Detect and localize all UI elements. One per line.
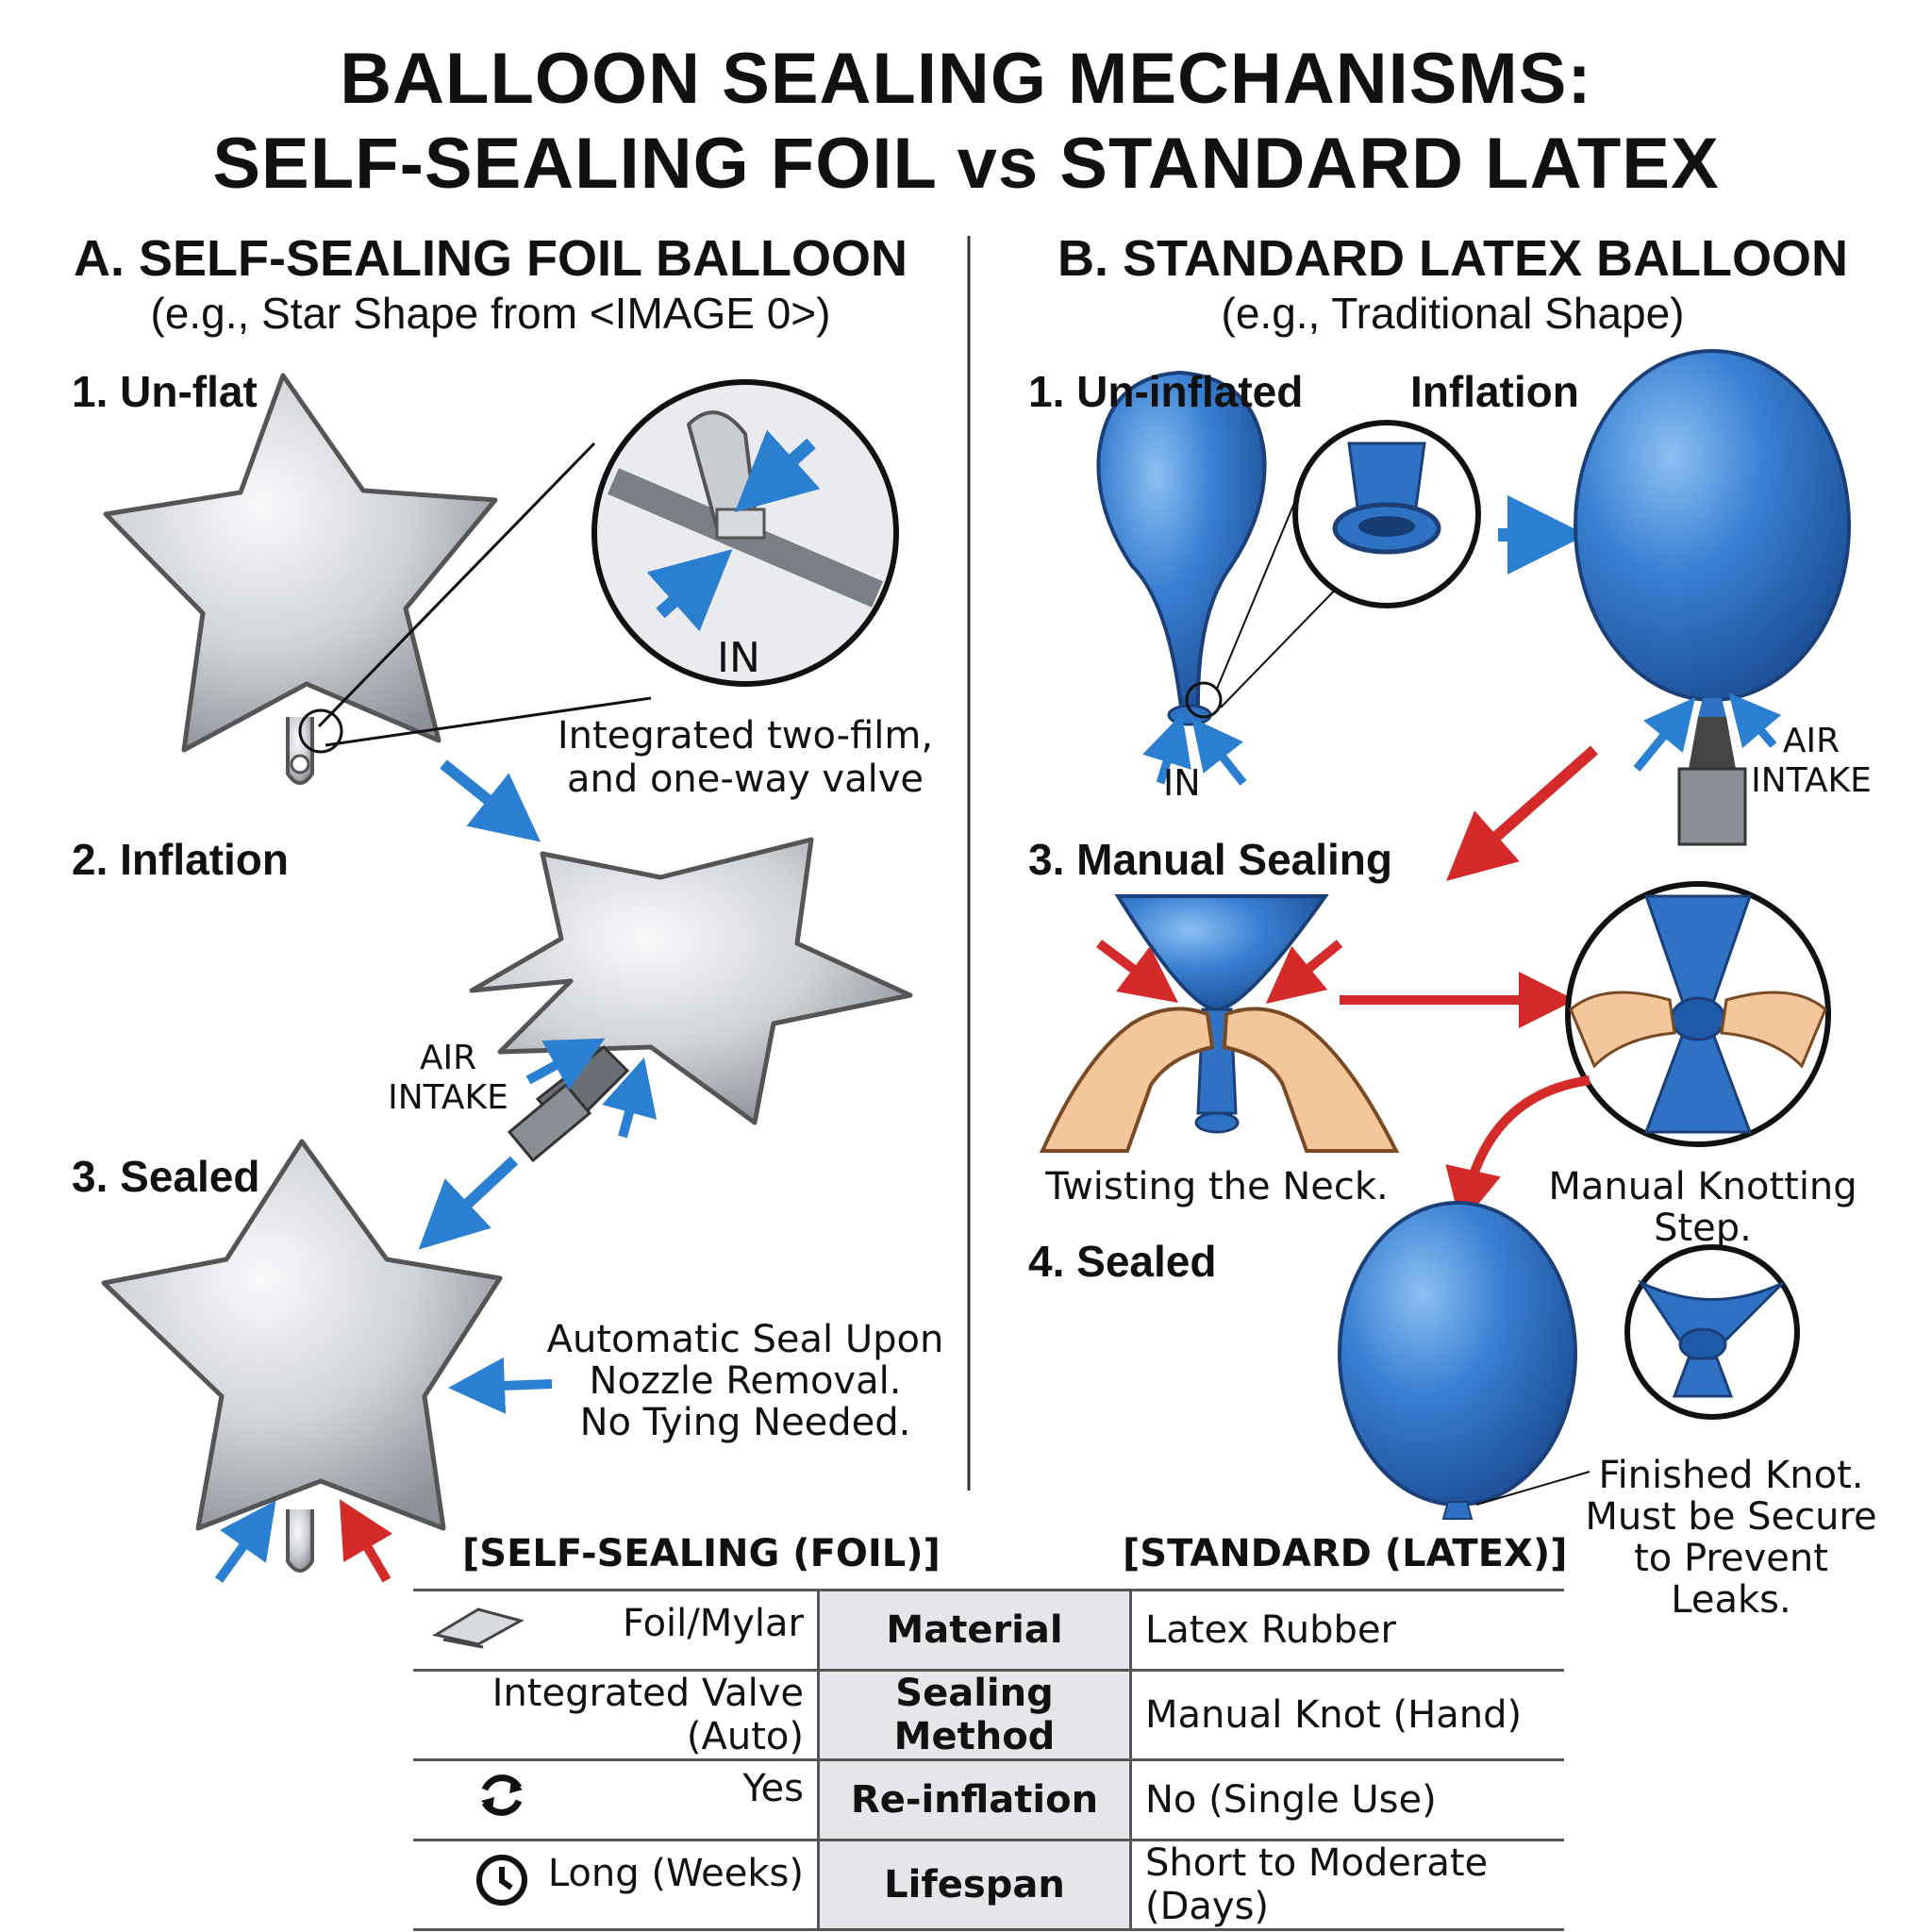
table-head-foil: [SELF-SEALING (FOIL)]: [462, 1532, 941, 1575]
table-row: Long (Weeks) Lifespan Short to Moderate …: [413, 1839, 1564, 1931]
foil-star-inflating: [469, 837, 913, 1125]
row-reinflation-foil: Yes: [742, 1767, 804, 1810]
section-a-subtitle: (e.g., Star Shape from <IMAGE 0>): [150, 289, 831, 338]
b-step-1-label: 1. Un-inflated: [1028, 367, 1304, 416]
latex-balloon-uninflated: [1096, 370, 1267, 726]
air-pump-nozzle-b: [1677, 717, 1747, 846]
finish-note-line2: Must be Secure: [1585, 1495, 1877, 1539]
b-intake-line2: INTAKE: [1751, 761, 1872, 800]
valve-zoom-in-label: IN: [717, 634, 760, 682]
valve-note-line2: and one-way valve: [566, 758, 924, 801]
section-b-title: B. STANDARD LATEX BALLOON: [1058, 230, 1848, 287]
knotting-zoom-circle: [1565, 881, 1831, 1147]
b-step-3-label: 3. Manual Sealing: [1028, 835, 1392, 884]
seal-note-line1: Automatic Seal Upon: [546, 1318, 944, 1361]
table-row: Yes Re-inflation No (Single Use): [413, 1758, 1564, 1840]
section-a-title: A. SELF-SEALING FOIL BALLOON: [74, 230, 908, 287]
row-material-foil: Foil/Mylar: [622, 1602, 804, 1645]
clock-icon: [474, 1852, 530, 1918]
row-reinflation-latex: No (Single Use): [1130, 1758, 1564, 1840]
row-sealing-foil: Integrated Valve (Auto): [413, 1669, 819, 1760]
twist-note: Twisting the Neck.: [1045, 1165, 1389, 1208]
a-intake-line2: INTAKE: [388, 1078, 508, 1117]
page-title-line2: SELF-SEALING FOIL vs STANDARD LATEX: [212, 124, 1720, 204]
row-lifespan-foil: Long (Weeks): [547, 1852, 804, 1895]
table-head-latex: [STANDARD (LATEX)]: [1123, 1532, 1568, 1575]
a-step-1-label: 1. Un-flat: [72, 367, 258, 416]
b-step-4-label: 4. Sealed: [1028, 1237, 1217, 1286]
latex-neck-zoom-circle: [1292, 420, 1481, 608]
page-title-line1: BALLOON SEALING MECHANISMS:: [340, 39, 1592, 119]
b-intake-line1: AIR: [1782, 722, 1840, 760]
section-b-subtitle: (e.g., Traditional Shape): [1221, 289, 1685, 338]
refresh-icon: [474, 1767, 530, 1833]
row-material-criterion: Material: [817, 1589, 1132, 1671]
row-reinflation-criterion: Re-inflation: [817, 1758, 1132, 1840]
row-lifespan-criterion: Lifespan: [817, 1839, 1132, 1931]
air-pump-nozzle-a: [507, 1044, 630, 1163]
row-lifespan-latex: Short to Moderate (Days): [1130, 1839, 1564, 1931]
row-sealing-latex: Manual Knot (Hand): [1130, 1669, 1564, 1760]
a-step-3-label: 3. Sealed: [72, 1152, 260, 1201]
foil-star-sealed: [101, 1139, 503, 1573]
knot-note: Manual Knotting Step.: [1548, 1165, 1857, 1250]
a-step-2-label: 2. Inflation: [72, 835, 289, 884]
finish-note-line3: to Prevent Leaks.: [1634, 1537, 1828, 1622]
foil-star-unflat: [103, 373, 498, 785]
b-in-label: IN: [1163, 762, 1201, 804]
table-row: Foil/Mylar Material Latex Rubber: [413, 1589, 1564, 1671]
finish-note-line1: Finished Knot.: [1598, 1454, 1864, 1497]
valve-note-line1: Integrated two-film,: [557, 714, 934, 758]
seal-note-line2: Nozzle Removal.: [589, 1359, 902, 1403]
valve-zoom-circle: [591, 379, 899, 687]
latex-balloon-inflated: [1574, 349, 1851, 717]
comparison-table: Foil/Mylar Material Latex Rubber Integra…: [413, 1589, 1564, 1931]
seal-note-line3: No Tying Needed.: [579, 1401, 911, 1444]
a-intake-line1: AIR: [419, 1039, 477, 1077]
row-material-latex: Latex Rubber: [1130, 1589, 1564, 1671]
b-step-2-label: Inflation: [1410, 367, 1579, 416]
finished-knot-zoom-circle: [1624, 1244, 1800, 1420]
table-row: Integrated Valve (Auto) Sealing Method M…: [413, 1669, 1564, 1760]
foil-sheet-icon: [426, 1602, 530, 1658]
twisting-neck-illustration: [1039, 894, 1400, 1153]
latex-balloon-sealed: [1338, 1201, 1577, 1520]
row-sealing-criterion: Sealing Method: [817, 1669, 1132, 1760]
